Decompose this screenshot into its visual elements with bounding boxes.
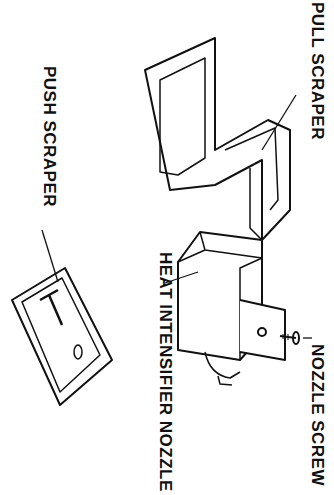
part-label: HEAT INTENSIFIER NOZZLE: [155, 252, 174, 492]
push-scraper: [12, 268, 112, 405]
part-label: PUSH SCRAPER: [39, 66, 58, 207]
leader-line: [42, 230, 58, 282]
part-label: PULL SCRAPER: [307, 2, 326, 140]
part-label: NOZZLE SCREW: [307, 344, 326, 486]
leader-line: [262, 95, 296, 150]
heat-intensifier-nozzle: [178, 232, 285, 385]
nozzle-screw: [280, 332, 299, 344]
leader-line: [303, 337, 312, 338]
